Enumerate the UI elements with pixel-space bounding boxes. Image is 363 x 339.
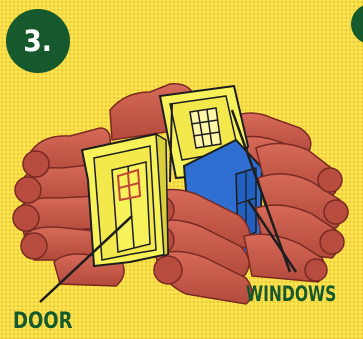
- windows-label: WINDOWS: [246, 282, 336, 306]
- door-label: DOOR: [13, 309, 73, 334]
- door-frame: [82, 134, 168, 266]
